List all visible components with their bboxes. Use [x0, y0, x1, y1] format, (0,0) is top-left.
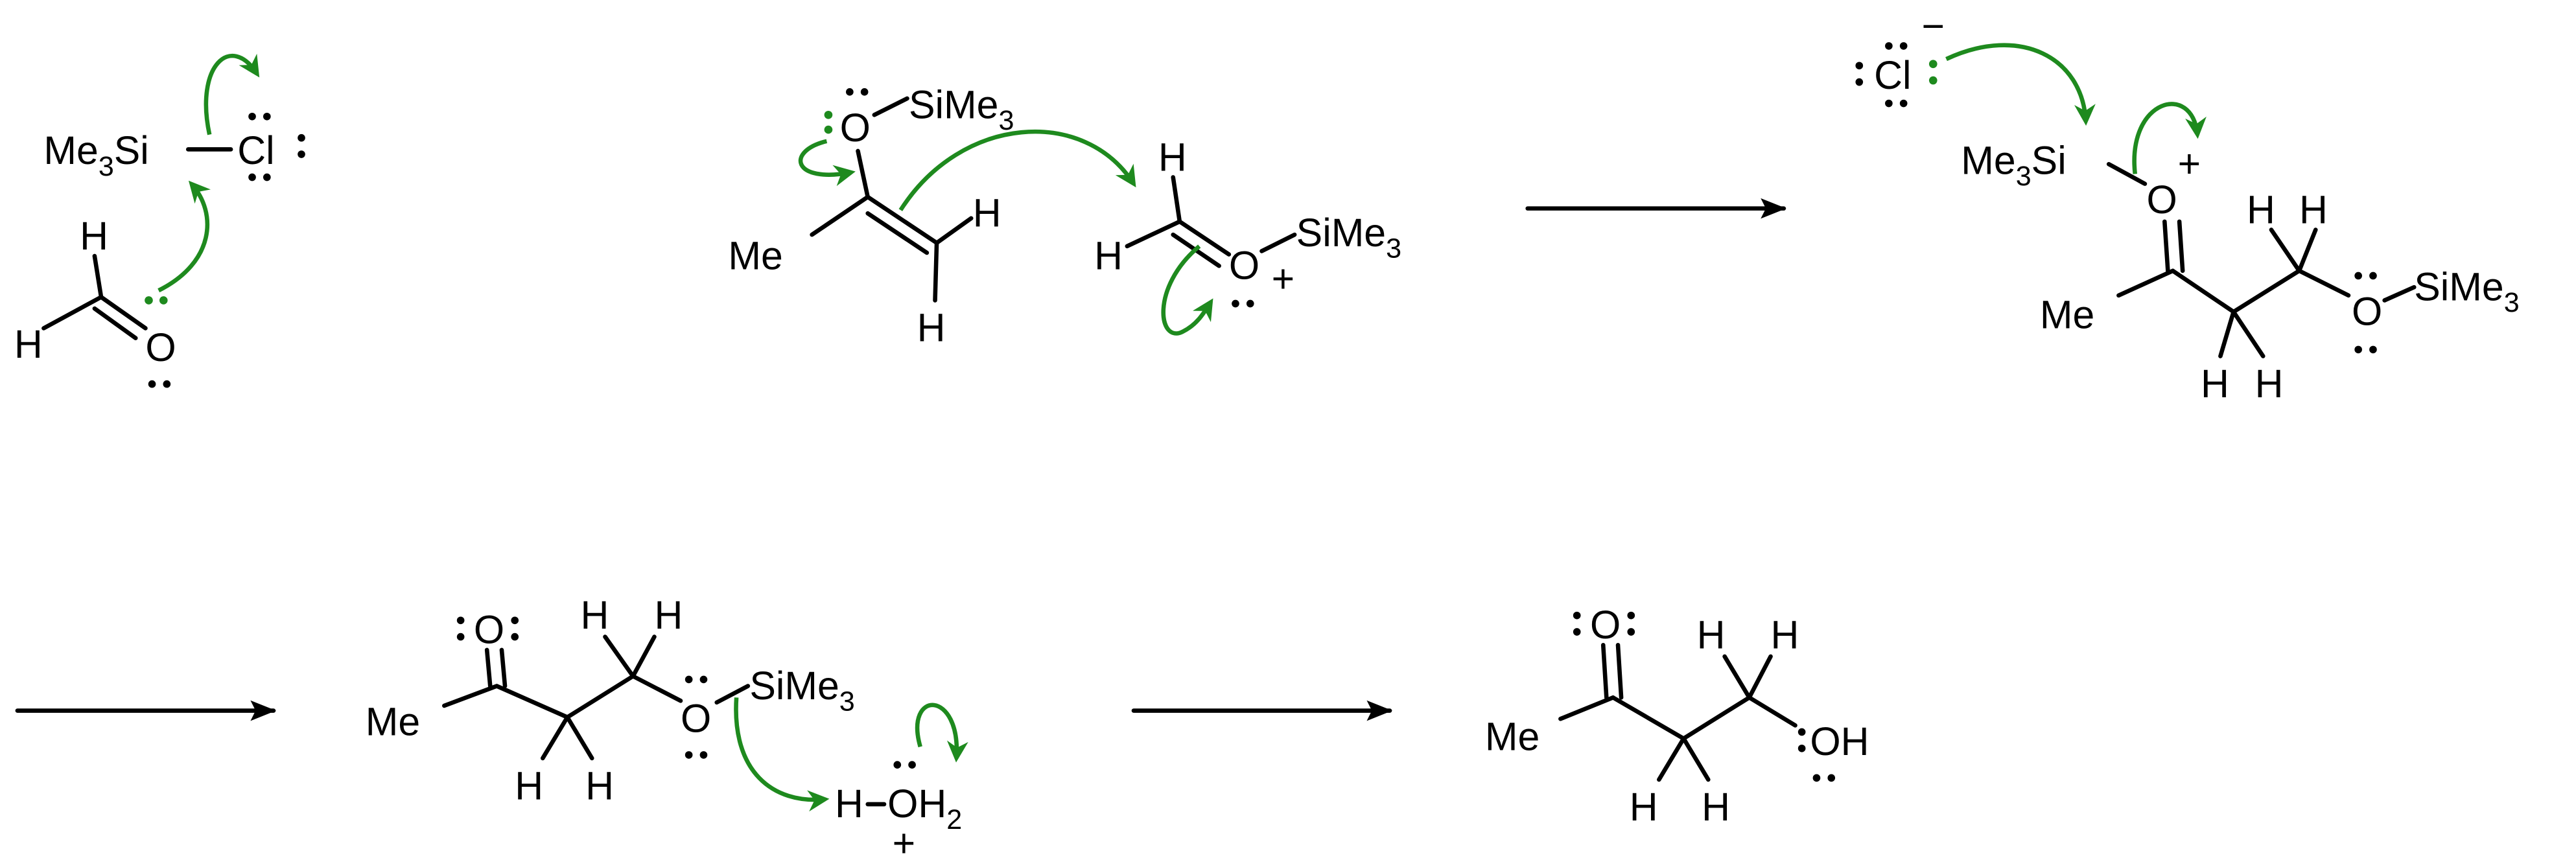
o-label: O	[2146, 178, 2177, 222]
me3si-label: Me3Si	[43, 128, 148, 182]
tmscl-molecule: Me3Si Cl	[43, 112, 305, 182]
me3si-label: Me3Si	[1961, 138, 2066, 192]
sime3-label: SiMe3	[909, 82, 1014, 136]
h-label: H	[1094, 233, 1123, 277]
minus-charge: −	[1922, 4, 1945, 48]
oh2-label: OH2	[887, 782, 962, 835]
cl-label: Cl	[237, 128, 274, 172]
plus-charge: +	[893, 821, 916, 860]
cl-label: Cl	[1874, 53, 1911, 97]
h-label: H	[1158, 135, 1187, 179]
o-label: O	[474, 608, 504, 652]
curved-arrow-cl-to-si	[1945, 43, 2096, 126]
h-label: H	[1771, 612, 1799, 657]
h-label: H	[2255, 362, 2284, 406]
hydronium-ion: H OH2 +	[835, 761, 962, 860]
h-label: H	[917, 306, 946, 350]
curved-arrow-o-to-si	[158, 180, 211, 293]
me-label: Me	[2040, 292, 2094, 336]
curved-arrow-sicl-bond	[204, 53, 260, 135]
h-label: H	[654, 593, 683, 637]
h-label: H	[835, 782, 863, 826]
curved-arrow-osi-to-water	[734, 697, 830, 812]
formaldehyde-molecule: H H O	[14, 214, 176, 388]
oh-label: OH	[1810, 719, 1869, 763]
curved-arrow-oh-bond	[915, 703, 968, 763]
o-label: O	[2352, 289, 2382, 333]
silylated-aldol-adduct: Me3Si O + Me H H H H O SiMe3	[1961, 138, 2519, 405]
h-label: H	[1697, 612, 1726, 657]
curved-arrow-co-to-o	[1161, 244, 1213, 336]
aldol-product: O Me H H H H OH	[1485, 603, 1869, 829]
h-label: H	[515, 763, 543, 808]
h-label: H	[1630, 785, 1658, 829]
h-label: H	[80, 214, 108, 258]
o-label: O	[840, 106, 871, 150]
me-label: Me	[728, 233, 782, 277]
h-label: H	[581, 593, 609, 637]
curved-arrow-o-lone-pair	[798, 139, 856, 187]
o-label: O	[1229, 244, 1259, 288]
o-label: O	[681, 696, 711, 740]
me-label: Me	[366, 700, 420, 744]
silyl-ether-ketone: O Me H H H H O SiMe3	[366, 593, 855, 808]
sime3-label: SiMe3	[749, 664, 854, 717]
sime3-label: SiMe3	[2414, 264, 2519, 318]
h-label: H	[14, 322, 43, 366]
h-label: H	[973, 191, 1001, 235]
silyl-oxocarbenium: H H O + SiMe3	[1094, 135, 1401, 308]
silyl-enol-ether: O SiMe3 Me H H	[728, 82, 1014, 349]
o-label: O	[145, 325, 176, 369]
chloride-ion: Cl −	[1855, 4, 1945, 108]
h-label: H	[2299, 187, 2328, 231]
h-label: H	[2247, 187, 2275, 231]
curved-arrow-pi-to-carbonyl	[898, 129, 1136, 211]
me-label: Me	[1485, 714, 1540, 758]
h-label: H	[1702, 785, 1730, 829]
plus-charge: +	[1272, 257, 1295, 301]
sime3-label: SiMe3	[1296, 211, 1401, 264]
h-label: H	[2201, 362, 2229, 406]
curved-arrow-sio-bond	[2132, 102, 2207, 174]
o-label: O	[1590, 603, 1621, 647]
plus-charge: +	[2178, 142, 2201, 186]
h-label: H	[585, 763, 614, 808]
